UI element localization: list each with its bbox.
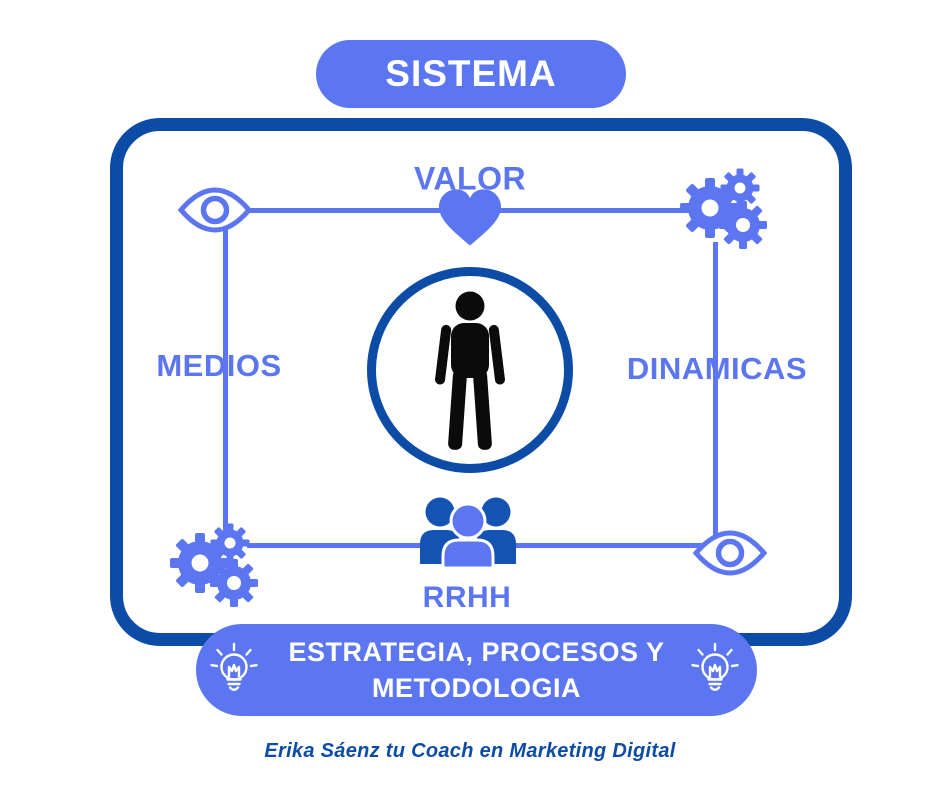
center-circle — [367, 267, 573, 473]
person-icon — [435, 291, 505, 450]
banner-label: ESTRATEGIA, PROCESOS Y METODOLOGIA — [288, 636, 665, 703]
eye-icon — [177, 187, 253, 233]
label-rrhh: RRHH — [422, 581, 512, 614]
strategy-banner: ESTRATEGIA, PROCESOS Y METODOLOGIA — [196, 624, 757, 716]
heart-icon — [439, 189, 501, 246]
gears-icon — [680, 168, 767, 249]
title-pill: SISTEMA — [316, 40, 626, 108]
lightbulb-icon — [691, 642, 739, 691]
lightbulb-icon — [210, 642, 258, 691]
label-medios: MEDIOS — [156, 348, 282, 383]
page-title: SISTEMA — [385, 53, 557, 94]
label-valor: VALOR — [413, 160, 527, 197]
gear-small — [210, 523, 250, 563]
gear-small — [720, 168, 760, 208]
gear-medium — [210, 559, 258, 607]
people-icon — [420, 497, 516, 570]
connector-line-left — [223, 226, 228, 542]
eye-icon — [692, 530, 768, 576]
label-dinamicas: DINAMICAS — [626, 351, 808, 386]
gears-icon — [170, 523, 258, 607]
connector-line-right — [713, 242, 718, 536]
gear-medium — [719, 201, 767, 249]
footer-credit: Erika Sáenz tu Coach en Marketing Digita… — [264, 740, 676, 762]
